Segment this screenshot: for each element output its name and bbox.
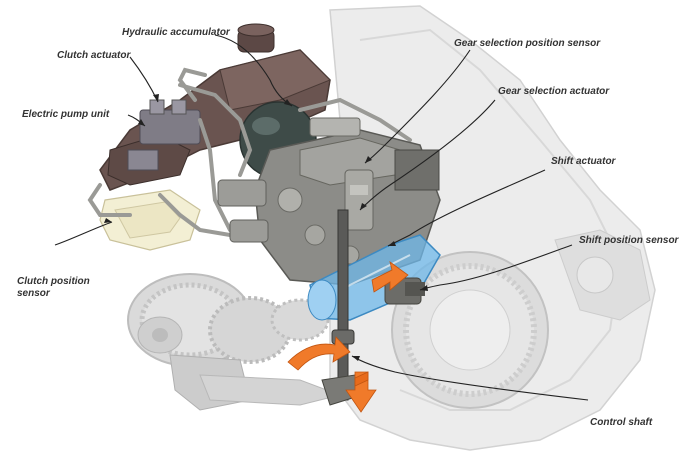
label-shift-position-sensor: Shift position sensor xyxy=(579,235,679,246)
label-electric-pump-unit: Electric pump unit xyxy=(22,109,110,120)
pump-connectors xyxy=(127,99,201,171)
label-gear-selection-actuator: Gear selection actuator xyxy=(498,86,610,97)
label-shift-actuator: Shift actuator xyxy=(551,156,616,167)
gear-cluster xyxy=(127,273,342,411)
label-clutch-position-sensor: Clutch position sensor xyxy=(17,276,90,300)
ring-gear xyxy=(391,251,549,409)
motion-arrows xyxy=(287,261,409,413)
gear-selection-actuator-body xyxy=(344,169,374,231)
label-control-shaft: Control shaft xyxy=(590,417,653,428)
label-clutch-position-sensor-line1: Clutch position xyxy=(17,276,90,287)
leader-arrowheads xyxy=(104,94,428,361)
clutch-sensor-body xyxy=(99,189,201,251)
hydraulic-pipes xyxy=(87,67,412,242)
label-clutch-actuator: Clutch actuator xyxy=(57,50,131,61)
label-hydraulic-accumulator: Hydraulic accumulator xyxy=(122,27,230,38)
label-gear-selection-position-sensor: Gear selection position sensor xyxy=(454,38,601,49)
label-clutch-position-sensor-line2: sensor xyxy=(17,288,50,299)
